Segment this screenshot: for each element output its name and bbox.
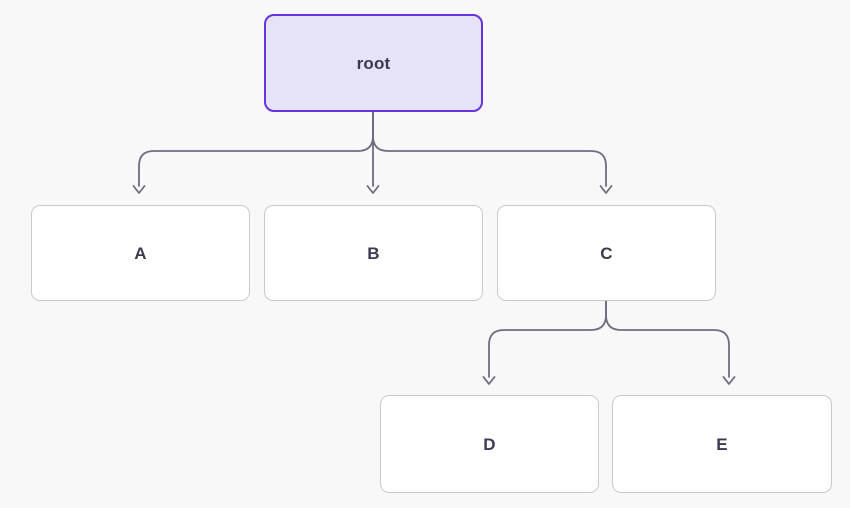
node-e[interactable]: E (612, 395, 832, 493)
edge-root-to-A (138, 111, 374, 187)
node-label-b: B (367, 243, 380, 263)
edge-C-to-E (605, 300, 730, 378)
edge-C-to-D (488, 300, 607, 378)
arrowhead-root-to-C (599, 185, 613, 194)
arrowhead-C-to-E (722, 376, 736, 385)
node-label-d: D (483, 434, 496, 454)
arrowhead-root-to-B (366, 185, 380, 194)
node-c[interactable]: C (497, 205, 716, 301)
edge-root-to-C (372, 111, 607, 187)
node-b[interactable]: B (264, 205, 483, 301)
node-label-e: E (716, 434, 728, 454)
node-root[interactable]: root (264, 14, 483, 112)
node-label-c: C (600, 243, 613, 263)
node-a[interactable]: A (31, 205, 250, 301)
arrowhead-root-to-A (132, 185, 146, 194)
node-d[interactable]: D (380, 395, 599, 493)
node-label-root: root (356, 53, 391, 73)
arrowhead-C-to-D (482, 376, 496, 385)
node-label-a: A (134, 243, 147, 263)
